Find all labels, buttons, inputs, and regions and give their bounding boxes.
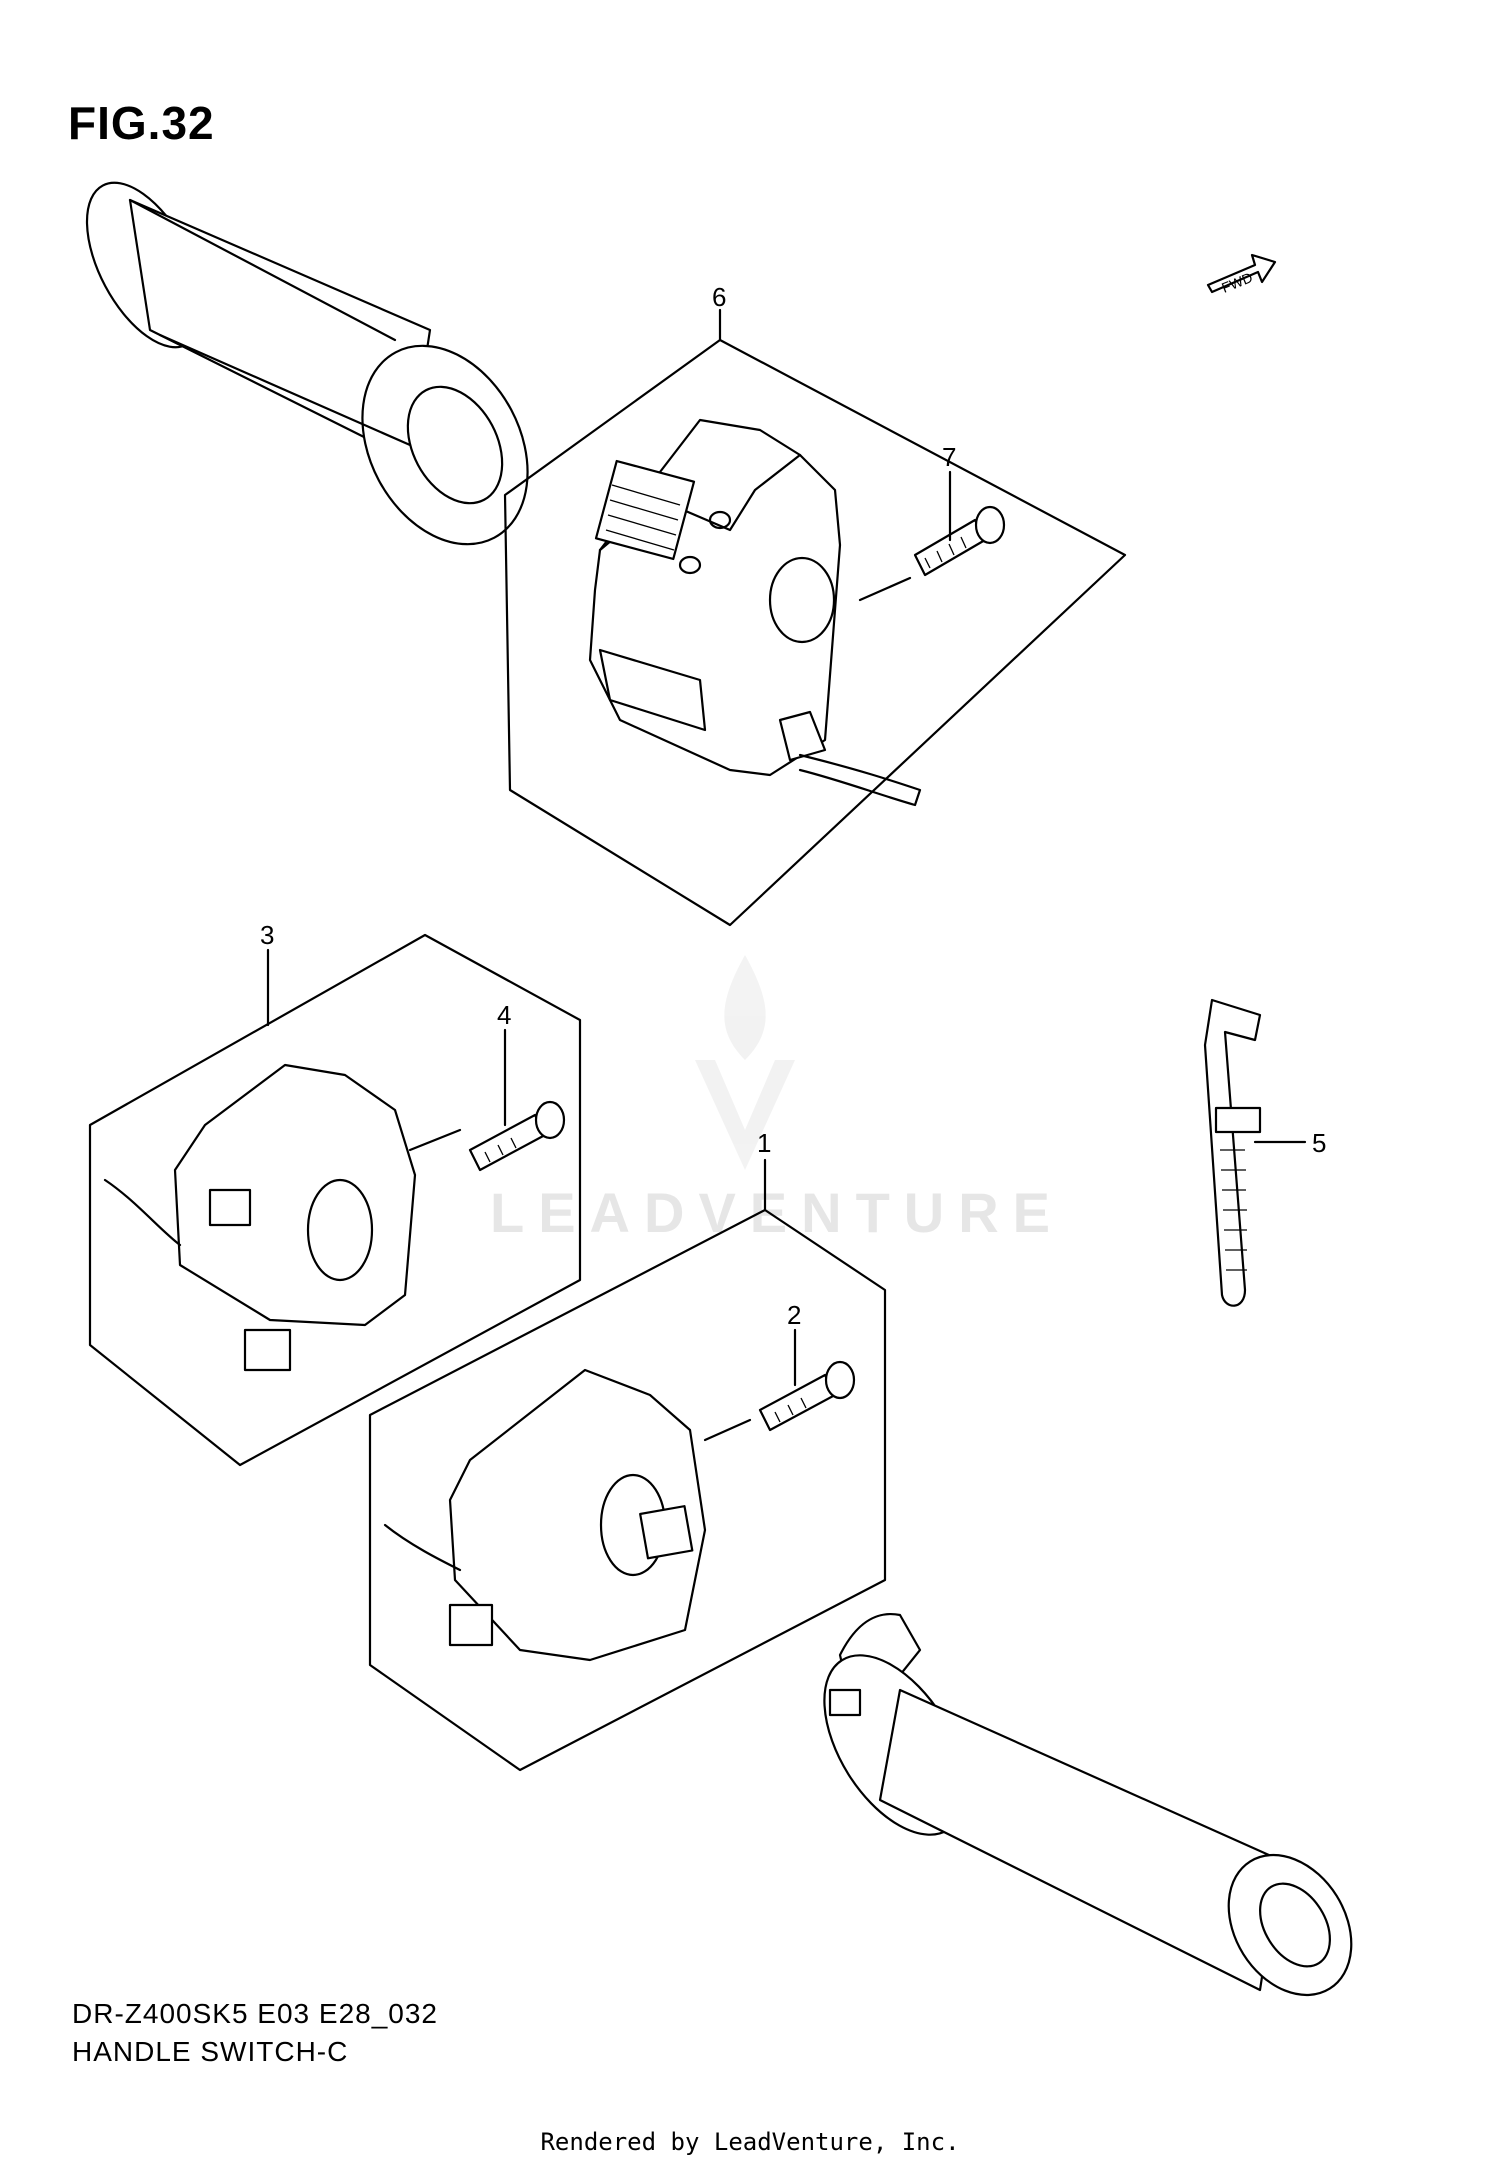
figure-title: FIG.32 — [68, 97, 215, 149]
callout-5: 5 — [1312, 1128, 1327, 1158]
callout-2: 2 — [787, 1300, 802, 1330]
cable-tie-icon — [1203, 998, 1262, 1307]
callout-1: 1 — [757, 1128, 772, 1158]
fwd-arrow-icon: FWD — [1206, 253, 1277, 296]
screw-icon — [758, 1360, 856, 1432]
left-switch-icon — [103, 1063, 462, 1372]
assembly-3-outline — [88, 933, 582, 1467]
diagram-name: HANDLE SWITCH-C — [72, 2036, 349, 2067]
render-credit: Rendered by LeadVenture, Inc. — [540, 2128, 960, 2156]
watermark-logo-icon — [695, 955, 795, 1170]
callout-6: 6 — [712, 282, 727, 312]
screw-icon — [913, 505, 1006, 577]
right-switch-icon — [383, 1368, 752, 1662]
diagram-code: DR-Z400SK5 E03 E28_032 — [72, 1998, 438, 2029]
assembly-6-outline — [503, 338, 1127, 927]
left-switch-assembly-icon — [588, 418, 922, 807]
left-grip-icon — [85, 181, 529, 546]
screw-icon — [468, 1100, 566, 1172]
callout-4: 4 — [497, 1000, 512, 1030]
callout-3: 3 — [260, 920, 275, 950]
callout-7: 7 — [942, 442, 957, 472]
fwd-label: FWD — [1219, 269, 1255, 296]
throttle-grip-icon — [823, 1612, 1353, 1997]
